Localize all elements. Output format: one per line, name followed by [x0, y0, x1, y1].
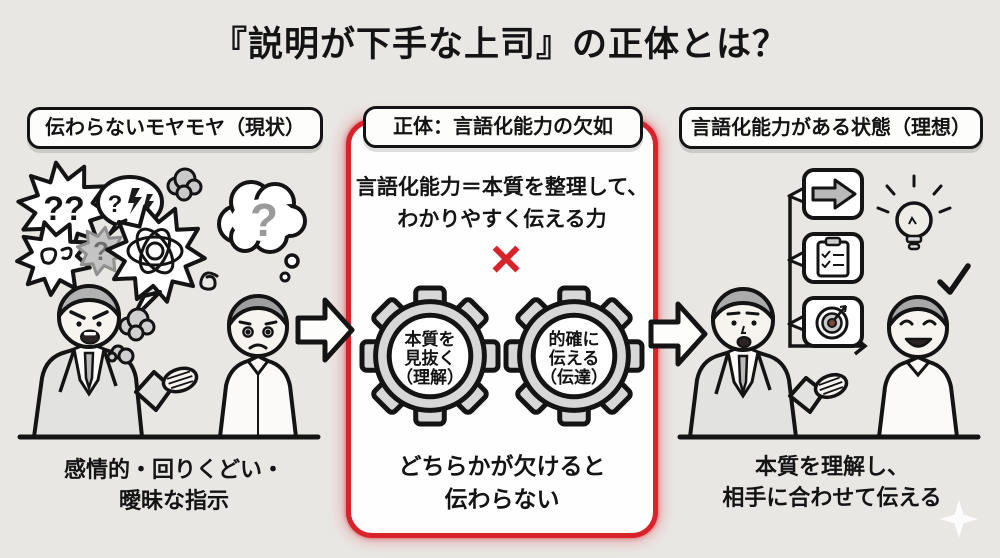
gear-label-line: （伝達）	[540, 367, 608, 387]
ideal-state-header: 言語化能力がある状態（理想）	[679, 107, 983, 149]
caption-line: 本質を理解し、	[754, 454, 909, 479]
current-state-header: 伝わらないモヤモヤ（現状）	[27, 107, 323, 149]
ideal-state-caption: 本質を理解し、 相手に合わせて伝える	[676, 452, 988, 514]
cause-header: 正体：言語化能力の欠如	[363, 106, 643, 148]
sparkle-icon	[940, 500, 978, 538]
scribble-burst-bubble-icon	[15, 220, 92, 297]
calm-boss-figure	[688, 287, 849, 439]
target-icon	[815, 305, 849, 340]
right-arrow-icon	[648, 301, 708, 367]
svg-text:?: ?	[108, 191, 123, 218]
ideal-state-illustration	[677, 168, 981, 440]
thought-bubble-icon: ?	[217, 180, 307, 283]
checklist-icon	[816, 236, 850, 278]
gray-question-burst-icon: ?	[75, 225, 127, 277]
steam-puff-icon	[106, 307, 156, 365]
caption-line: 曖昧な指示	[118, 487, 229, 513]
angry-boss-figure	[32, 284, 199, 439]
current-state-caption: 感情的・回りくどい・ 曖昧な指示	[18, 455, 330, 517]
gear-label-line: （理解）	[396, 367, 464, 387]
arrow-icon	[811, 178, 857, 210]
page-title: 『説明が下手な上司』の正体とは？	[211, 25, 788, 64]
gear-label-line: 見抜く	[404, 348, 456, 368]
svg-text:?: ?	[93, 236, 109, 266]
verbalization-definition: 言語化能力＝本質を整理して、 わかりやすく伝える力	[346, 172, 658, 235]
gear-understanding-icon	[359, 285, 501, 427]
current-state-illustration: ?? ? ?	[15, 160, 321, 440]
checkmark-icon	[937, 263, 971, 295]
happy-subordinate-figure	[877, 295, 959, 439]
confusion-squiggle-icon	[199, 271, 219, 291]
cause-conclusion: どちらかが欠けると 伝わらない	[346, 450, 658, 517]
definition-line: 言語化能力＝本質を整理して、	[355, 176, 649, 199]
caption-line: 感情的・回りくどい・	[63, 457, 284, 482]
multiply-cross-icon: ×	[490, 229, 522, 289]
gear-label-line: 伝える	[549, 348, 600, 368]
step-bubble-arrow	[787, 168, 864, 220]
tangle-burst-bubble-icon	[105, 204, 207, 322]
gear-label-line: 本質を	[405, 329, 456, 349]
gear-label-line: 的確に	[549, 329, 600, 349]
gear-communication-icon	[503, 285, 645, 427]
caption-line: 相手に合わせて伝える	[722, 484, 942, 510]
lightbulb-icon	[876, 174, 952, 251]
right-arrow-icon	[295, 297, 355, 363]
svg-text:??: ??	[43, 190, 85, 228]
gears-illustration: 本質を 見抜く （理解） 的確に 伝える （伝達）	[359, 285, 645, 427]
smoke-puff-icon	[166, 167, 203, 202]
confused-subordinate-figure	[218, 294, 298, 439]
step-bubble-checklist	[787, 232, 864, 284]
svg-text:?: ?	[250, 194, 278, 246]
definition-line: わかりやすく伝える力	[397, 207, 607, 231]
conclusion-line: 伝わらない	[444, 486, 560, 513]
step-bubble-target	[787, 296, 864, 348]
conclusion-line: どちらかが欠けると	[398, 453, 606, 479]
